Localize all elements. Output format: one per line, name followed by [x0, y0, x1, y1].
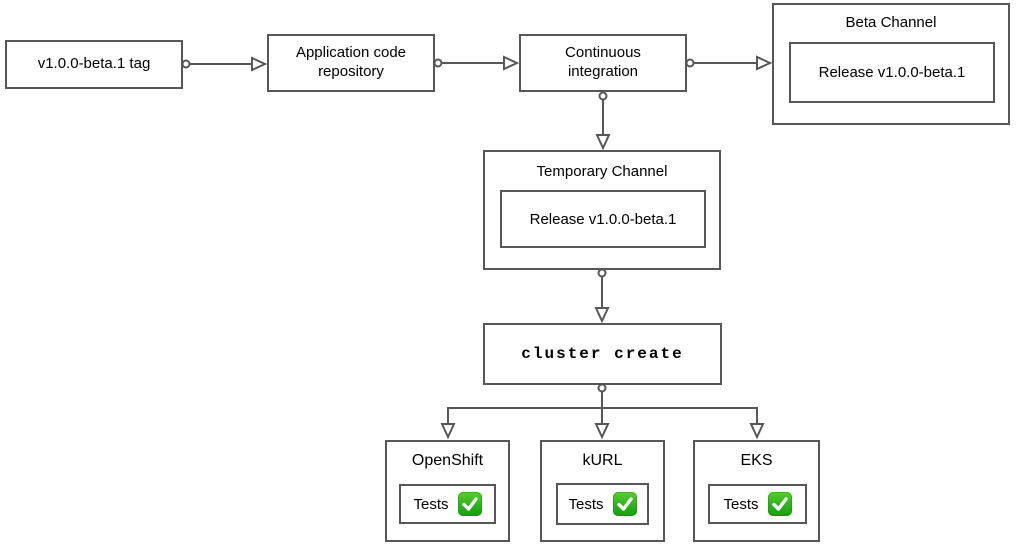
node-cluster-create: cluster create [483, 323, 722, 385]
node-label: Release v1.0.0-beta.1 [818, 64, 966, 81]
tests-label: Tests [568, 495, 604, 513]
node-app-code-repository: Application code repository [267, 34, 435, 92]
arrowhead-right [251, 56, 268, 72]
edge-source-dot [598, 91, 608, 101]
node-label: Application code repository [295, 44, 407, 80]
openshift-tests-box: Tests [399, 484, 496, 524]
check-mark-icon [612, 492, 637, 516]
arrowhead-right [503, 55, 520, 71]
edge-source-dot [597, 383, 607, 393]
node-label: v1.0.0-beta.1 tag [37, 55, 151, 73]
arrowhead-down [440, 423, 456, 440]
node-kurl: kURL Tests [540, 440, 665, 542]
arrowhead-down [749, 423, 765, 440]
node-temporary-release: Release v1.0.0-beta.1 [500, 190, 706, 248]
node-eks: EKS Tests [693, 440, 820, 542]
tests-label: Tests [413, 495, 449, 513]
edge-source-dot [685, 58, 695, 68]
beta-channel-title: Beta Channel [845, 14, 937, 31]
node-continuous-integration: Continuous integration [519, 34, 687, 92]
node-beta-release: Release v1.0.0-beta.1 [789, 42, 995, 103]
eks-tests-box: Tests [708, 484, 807, 524]
node-label: Continuous integration [565, 44, 641, 80]
temporary-channel-title: Temporary Channel [536, 163, 668, 180]
check-mark-icon [457, 492, 482, 516]
edge-source-dot [597, 268, 607, 278]
platform-title: kURL [582, 452, 623, 469]
arrowhead-down [595, 134, 611, 151]
check-mark-icon [767, 492, 792, 516]
platform-title: EKS [740, 452, 773, 469]
edge-source-dot [181, 59, 191, 69]
node-beta-channel: Beta Channel Release v1.0.0-beta.1 [772, 3, 1010, 125]
arrowhead-down [594, 307, 610, 324]
arrowhead-down [594, 423, 610, 440]
node-temporary-channel: Temporary Channel Release v1.0.0-beta.1 [483, 150, 721, 270]
arrowhead-right [756, 55, 773, 71]
node-version-tag: v1.0.0-beta.1 tag [5, 40, 183, 89]
node-label: Release v1.0.0-beta.1 [529, 210, 677, 228]
edge-source-dot [433, 58, 443, 68]
kurl-tests-box: Tests [556, 483, 649, 525]
edge-cluster-branches [447, 407, 758, 424]
platform-title: OpenShift [411, 452, 484, 469]
tests-label: Tests [723, 495, 759, 513]
node-openshift: OpenShift Tests [385, 440, 510, 542]
node-label: cluster create [521, 345, 684, 363]
